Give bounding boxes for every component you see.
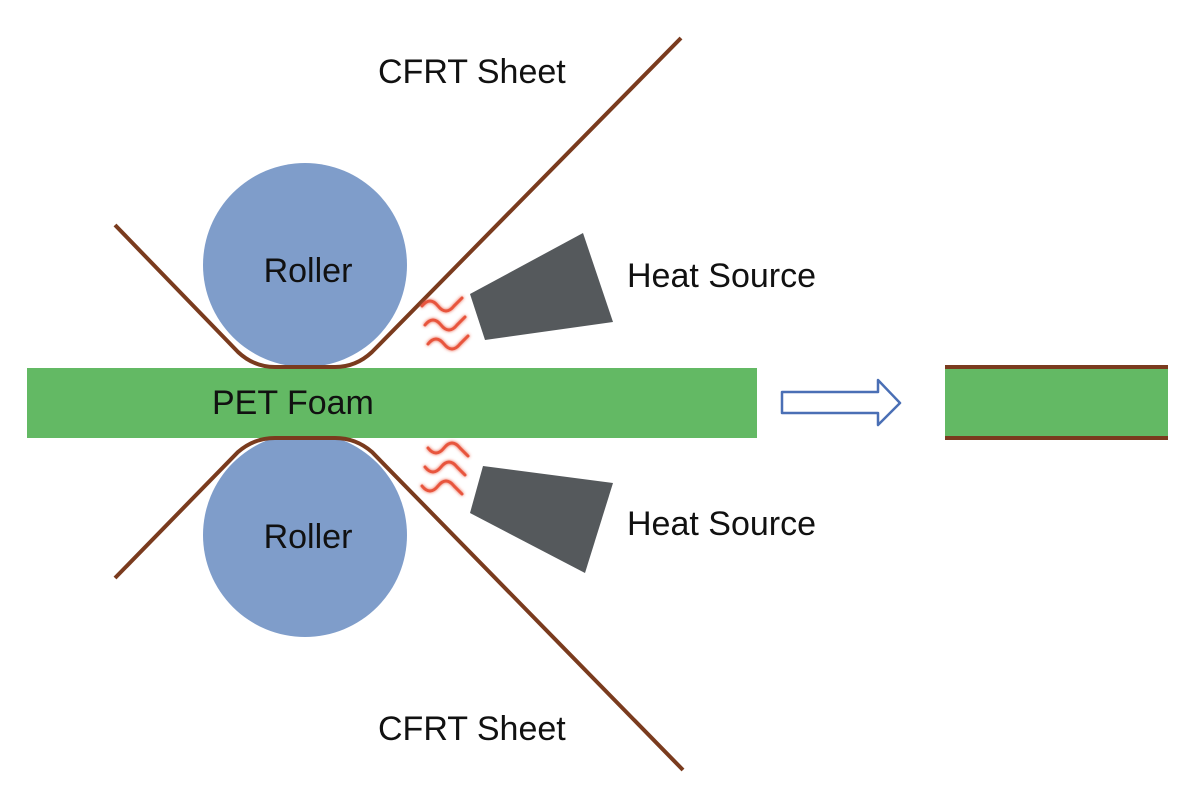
top-roller-label: Roller: [264, 252, 353, 290]
bottom-roller-label: Roller: [264, 518, 353, 556]
top-heat-source: [470, 233, 613, 340]
pet-foam-label: PET Foam: [212, 384, 374, 422]
process-arrow-icon: [780, 378, 902, 427]
bottom-roller: [203, 433, 407, 637]
top-roller: [203, 163, 407, 367]
top-heat-source-label: Heat Source: [627, 257, 816, 295]
pet-foam-core: [27, 368, 757, 438]
top-cfrt-sheet: [113, 36, 683, 369]
bottom-heat-source: [470, 466, 613, 573]
top-cfrt-sheet-label: CFRT Sheet: [378, 53, 566, 91]
top-heat-waves-icon: [420, 296, 470, 351]
bottom-heat-source-label: Heat Source: [627, 505, 816, 543]
bottom-cfrt-sheet-label: CFRT Sheet: [378, 710, 566, 748]
bottom-heat-waves-icon: [420, 441, 470, 496]
sandwich-panel: [945, 365, 1168, 440]
bottom-cfrt-sheet: [113, 436, 685, 772]
